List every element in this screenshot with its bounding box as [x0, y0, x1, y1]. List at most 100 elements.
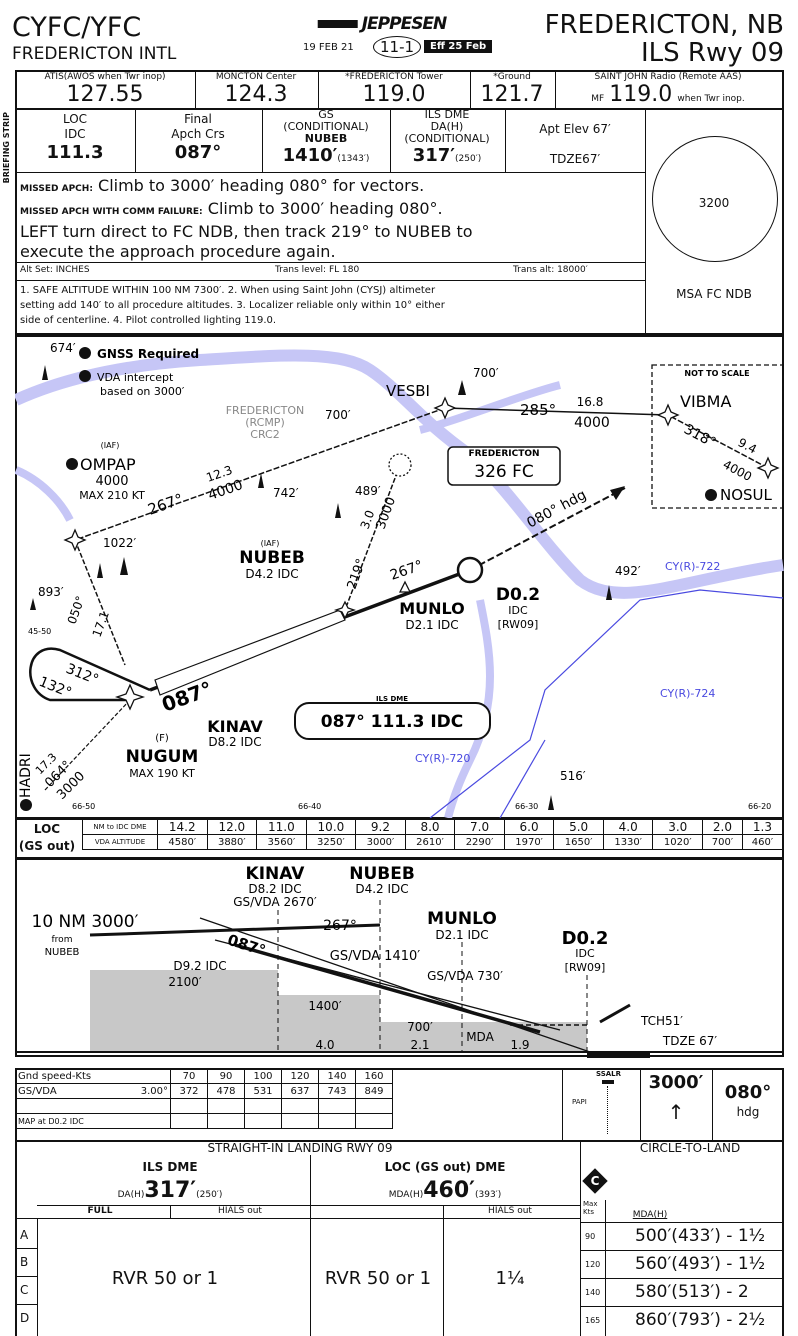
restricted-airspace-lines	[429, 589, 784, 819]
terrain-steps	[90, 970, 587, 1052]
hadri-note-icon	[20, 799, 32, 811]
profile-alt-2100: 2100′	[168, 975, 202, 989]
cat-b: B	[20, 1255, 29, 1269]
profile-course-267: 267°	[323, 918, 357, 934]
circle-minimum: 560′(493′) - 1½	[635, 1254, 766, 1274]
loc-alt-cell: 3250′	[305, 834, 357, 850]
lon-66-50: 66-50	[72, 802, 95, 811]
vda-note-1: VDA intercept	[97, 371, 174, 384]
missed-arrow-icon	[610, 486, 625, 500]
course-285: 285°	[520, 401, 556, 419]
circle-max-kts: 140	[585, 1288, 601, 1297]
ompap-label: OMPAP	[80, 455, 136, 474]
profile-d02-idc: IDC	[575, 947, 595, 960]
loc-alt-cell: 1020′	[652, 834, 704, 850]
vesbi-label: VESBI	[386, 382, 430, 400]
alt-4000-a: 4000	[574, 415, 610, 431]
nubeb-dme: D4.2 IDC	[245, 567, 298, 581]
vda-note-2: based on 3000′	[100, 385, 185, 398]
ils-box-value: 087° 111.3 IDC	[321, 712, 464, 732]
hadri-label: HADRI	[18, 753, 34, 798]
profile-kinav-dme: D8.2 IDC	[248, 882, 301, 896]
missed-heading-value: 080°	[724, 1082, 772, 1103]
comm-freq-radio: MF 119.0 when Twr inop.	[591, 82, 745, 107]
profile-start-fix: NUBEB	[45, 947, 80, 958]
profile-tdze: TDZE 67′	[662, 1034, 717, 1048]
profile-nubeb: NUBEB	[349, 864, 415, 884]
track-vesbi-ompap	[74, 407, 446, 541]
descent-rate-cell: 849	[355, 1083, 393, 1099]
descent-rate-cell: 743	[318, 1083, 356, 1099]
obstacle-742: 742′	[273, 486, 299, 500]
comm-freq-atis: 127.55	[66, 82, 144, 107]
profile-d92: D9.2 IDC	[173, 959, 226, 973]
track-nosul-vibma	[667, 414, 769, 469]
profile-seg-1-9: 1.9	[510, 1038, 529, 1052]
speed-cell: 70	[170, 1068, 208, 1084]
vesbi-waypoint-icon	[433, 396, 457, 420]
minimums-block	[15, 1140, 784, 1336]
loc-alt-cell: 3560′	[256, 834, 307, 850]
profile-nubeb-dme: D4.2 IDC	[355, 882, 408, 896]
plan-view: CY(R)-722 CY(R)-724 CY(R)-720	[15, 335, 784, 819]
logo-text: JEPPESEN	[361, 14, 448, 34]
effective-date: Eff 25 Feb	[424, 40, 493, 53]
track-vibma-vesbi	[444, 407, 669, 416]
procedure-name: ILS Rwy 09	[641, 38, 784, 68]
loc-dist-cell: 1.3	[741, 819, 784, 835]
speed-cell: 140	[318, 1068, 356, 1084]
obstacle-1022: 1022′	[103, 536, 137, 550]
hials-out-label-1: HIALS out	[218, 1206, 262, 1216]
loc-dist-cell: 3.0	[652, 819, 704, 835]
loc-dist-cell: 5.0	[553, 819, 604, 835]
ndb-icon	[388, 453, 412, 477]
gnss-note: GNSS Required	[97, 347, 199, 361]
vda-note-icon	[79, 370, 91, 382]
profile-seg-4-0: 4.0	[315, 1038, 334, 1052]
cat-c: C	[20, 1283, 29, 1297]
obstacle-700a: 700′	[325, 408, 351, 422]
loc-alt-cell: 460′	[741, 834, 784, 850]
rcmp-label-1: FREDERICTON	[226, 404, 305, 417]
loc-alt-cell: 1970′	[503, 834, 555, 850]
d02-idc: IDC	[508, 604, 528, 617]
ils-box-label: ILS DME	[376, 695, 408, 703]
obstacle-674: 674′	[50, 341, 76, 355]
msa-altitude: 3200	[698, 196, 730, 210]
descent-rate-cell: 637	[281, 1083, 319, 1099]
loc-dist-cell: 12.0	[206, 819, 258, 835]
max-kts-label: Max Kts	[583, 1200, 598, 1216]
loc-dist-cell: 14.2	[157, 819, 208, 835]
gnss-note-icon	[79, 347, 91, 359]
full-label: FULL	[87, 1206, 113, 1216]
circle-minimum: 860′(793′) - 2½	[635, 1310, 766, 1330]
rcmp-label-2: (RCMP)	[245, 416, 284, 429]
descent-rate-cell: 372	[170, 1083, 208, 1099]
loc-dme-title: LOC (GS out) DME	[384, 1160, 506, 1174]
nubeb-iaf-label: (IAF)	[261, 539, 280, 548]
river	[15, 349, 784, 599]
missed-climb-altitude: 3000′	[648, 1072, 704, 1093]
loc-dist-cell: 6.0	[503, 819, 555, 835]
city-name: FREDERICTON, NB	[544, 10, 784, 40]
transition-level: Trans level: FL 180	[275, 265, 360, 275]
loc-alt-cell: 2610′	[404, 834, 456, 850]
nugum-speed: MAX 190 KT	[129, 767, 195, 780]
profile-alt-700: 700′	[407, 1020, 433, 1034]
speed-cell: 90	[207, 1068, 245, 1084]
loc-alt-cell: 700′	[702, 834, 743, 850]
lon-66-40: 66-40	[298, 802, 321, 811]
nubeb-label: NUBEB	[239, 548, 305, 568]
profile-gs-730: GS/VDA 730′	[427, 969, 503, 983]
nosul-note-icon	[705, 489, 717, 501]
ompap-altitude: 4000	[95, 474, 128, 489]
briefing-strip-label: BRIEFING STRIP	[2, 112, 11, 184]
nosul-waypoint-icon	[756, 456, 780, 480]
obstacle-icons	[30, 365, 612, 810]
vibma-label: VIBMA	[680, 392, 731, 411]
missed-approach-track	[469, 487, 626, 571]
track-hadri-nugum	[44, 699, 131, 791]
